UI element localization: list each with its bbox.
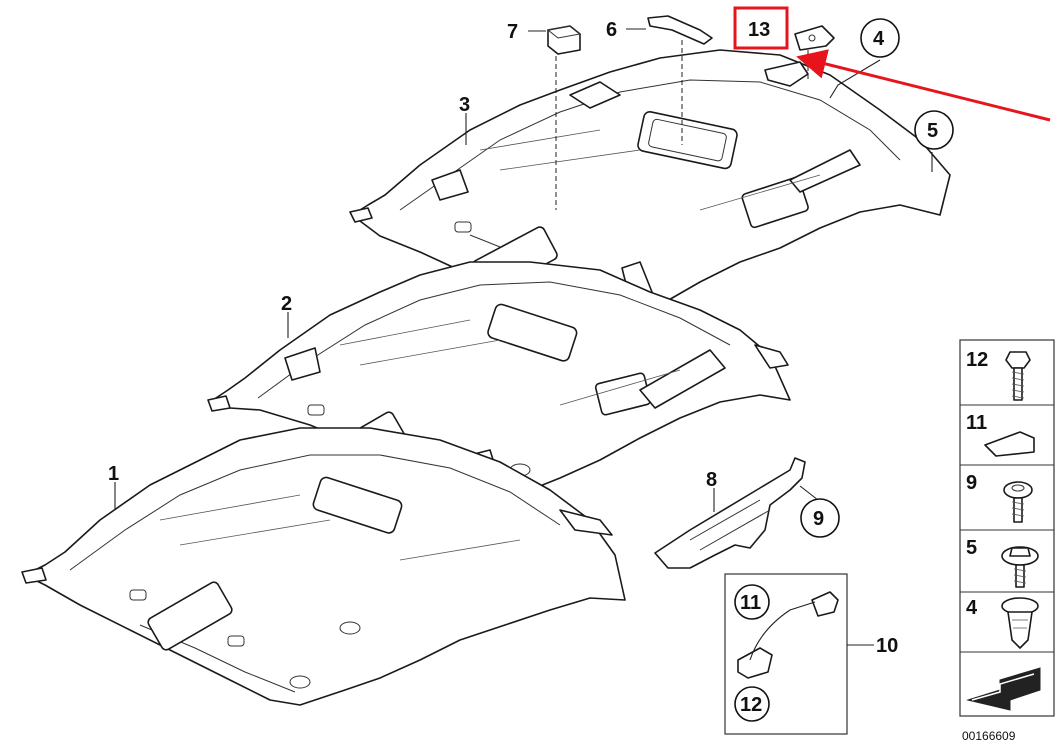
callout-13: 13 xyxy=(748,19,770,41)
callout-7: 7 xyxy=(507,21,518,43)
callout-4: 4 xyxy=(873,28,885,50)
screw-icon xyxy=(1005,351,1031,401)
highlight-box-13 xyxy=(733,6,789,50)
callout-8: 8 xyxy=(706,469,717,491)
callout-9-circle xyxy=(800,498,840,538)
screw-washer-icon xyxy=(1003,481,1033,523)
side-item-label: 9 xyxy=(966,472,977,494)
callout-12: 12 xyxy=(740,694,762,716)
side-item-label: 4 xyxy=(966,597,978,619)
side-item-label: 11 xyxy=(966,412,987,434)
callout-12-circle xyxy=(734,686,770,722)
screw-large-washer-icon xyxy=(1001,546,1039,588)
leader-4 xyxy=(829,59,881,99)
callout-1: 1 xyxy=(108,463,119,485)
headliner-variant-1 xyxy=(21,427,626,706)
highlight-arrow xyxy=(796,49,1051,122)
diagram-code: 00166609 xyxy=(962,729,1016,743)
fastener-side-panel: 12 11 9 5 4 xyxy=(959,339,1055,717)
callout-10: 10 xyxy=(876,635,898,657)
callout-9: 9 xyxy=(813,508,824,530)
callout-5-circle xyxy=(914,110,954,150)
callout-3: 3 xyxy=(459,94,470,116)
leader-9 xyxy=(799,485,819,501)
part-7-block xyxy=(546,25,582,55)
callout-11: 11 xyxy=(740,592,761,614)
part-8-bracket xyxy=(654,457,806,569)
callout-2: 2 xyxy=(281,293,292,315)
callout-5: 5 xyxy=(927,120,938,142)
callout-4-circle xyxy=(860,18,900,58)
part-13-bracket xyxy=(794,25,835,51)
callout-11-circle xyxy=(734,584,770,620)
side-item-label: 12 xyxy=(966,349,988,371)
side-item-label: 5 xyxy=(966,537,977,559)
direction-arrow-icon xyxy=(966,667,1041,711)
part-6-bracket xyxy=(647,15,713,45)
clip-icon xyxy=(1001,597,1039,649)
pad-icon xyxy=(984,431,1035,457)
callout-6: 6 xyxy=(606,19,617,41)
